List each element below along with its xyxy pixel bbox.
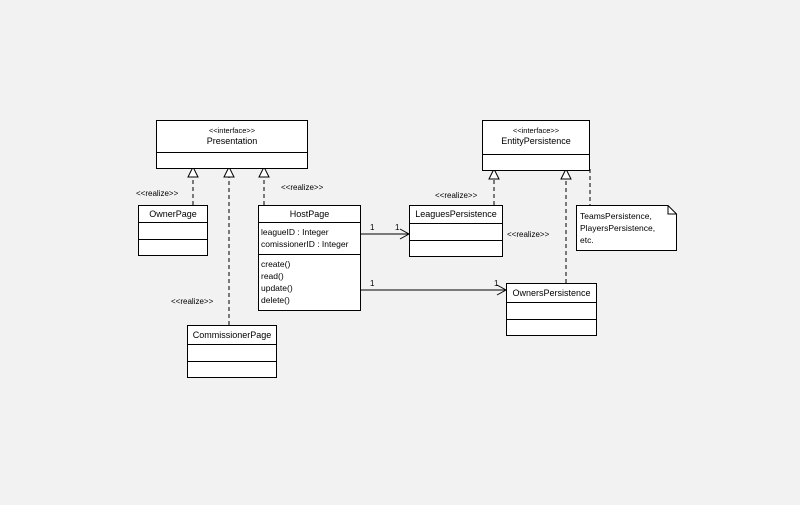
realize-arrowhead-owners [560,167,572,180]
multiplicity-host-leagues-target: 1 [395,223,400,232]
entitypersistence-body [483,154,589,170]
multiplicity-host-owners-target: 1 [494,279,499,288]
hostpage-method: create() [261,259,291,269]
ownerspersistence-title: OwnersPersistence [512,288,591,298]
ownerpage-title: OwnerPage [149,209,197,219]
commissionerpage-title: CommissionerPage [192,330,272,340]
realize-arrowhead-leagues [488,167,500,180]
multiplicity-host-leagues-source: 1 [370,223,375,232]
realize-label-owners: <<realize>> [507,230,550,239]
commissionerpage-methods [188,361,276,377]
entitypersistence-stereotype: <<interface>> [512,126,560,135]
presentation-interface[interactable]: <<interface>> Presentation [156,120,308,169]
ownerpage-methods [139,239,207,255]
hostpage-attribute: leagueID : Integer [261,227,329,237]
realize-arrowhead-commissionerpage [223,165,235,178]
note-shape [576,205,677,251]
entitypersistence-interface[interactable]: <<interface>> EntityPersistence [482,120,590,171]
hostpage-attributes: leagueID : Integer comissionerID : Integ… [259,222,360,254]
hostpage-method: read() [261,271,284,281]
hostpage-title: HostPage [289,209,330,219]
hostpage-class[interactable]: HostPage leagueID : Integer comissionerI… [258,205,361,311]
ownerspersistence-methods [507,319,596,335]
ownerspersistence-class[interactable]: OwnersPersistence [506,283,597,336]
leaguespersistence-methods [410,240,502,256]
realize-arrowhead-hostpage [258,165,270,178]
leaguespersistence-class[interactable]: LeaguesPersistence [409,205,503,257]
note-box[interactable]: TeamsPersistence, PlayersPersistence, et… [576,205,677,251]
hostpage-attribute: comissionerID : Integer [261,239,349,249]
presentation-body [157,152,307,168]
realize-label-ownerpage: <<realize>> [136,189,179,198]
commissionerpage-class[interactable]: CommissionerPage [187,325,277,378]
ownerspersistence-attributes [507,302,596,319]
realize-label-leagues: <<realize>> [435,191,478,200]
ownerpage-attributes [139,222,207,239]
leaguespersistence-title: LeaguesPersistence [415,209,497,219]
leaguespersistence-attributes [410,223,502,240]
hostpage-method: delete() [261,295,290,305]
realize-label-hostpage: <<realize>> [281,183,324,192]
commissionerpage-attributes [188,344,276,361]
note-line: etc. [580,235,594,245]
note-line: TeamsPersistence, [580,211,652,221]
realize-label-commissionerpage: <<realize>> [171,297,214,306]
hostpage-method: update() [261,283,293,293]
multiplicity-host-owners-source: 1 [370,279,375,288]
presentation-stereotype: <<interface>> [208,126,256,135]
note-line: PlayersPersistence, [580,223,656,233]
presentation-title: Presentation [206,136,258,146]
entitypersistence-title: EntityPersistence [501,136,571,146]
realize-arrowhead-ownerpage [187,165,199,178]
ownerpage-class[interactable]: OwnerPage [138,205,208,256]
hostpage-methods: create() read() update() delete() [259,254,360,310]
